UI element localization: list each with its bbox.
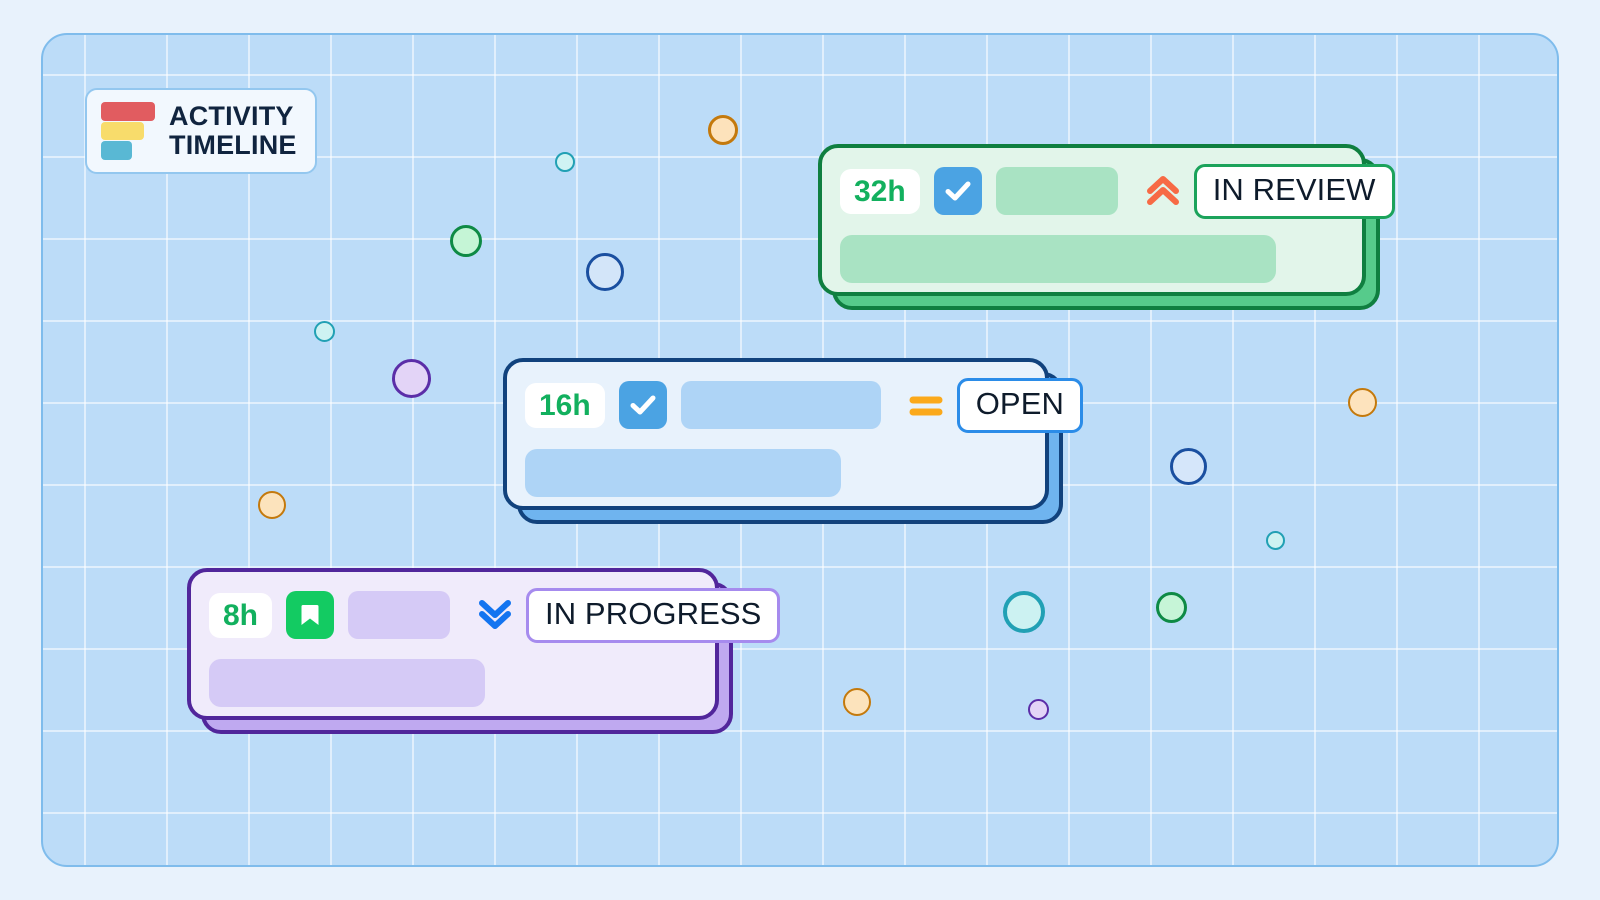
- app-logo-badge: ACTIVITY TIMELINE: [85, 88, 317, 175]
- circle-blue-2: [1170, 448, 1207, 485]
- circle-teal-3: [1266, 531, 1285, 550]
- circle-blue-1: [586, 253, 624, 291]
- circle-orange-3: [1348, 388, 1377, 417]
- checkbox-checked-icon[interactable]: [618, 381, 667, 430]
- chevron-double-down-icon[interactable]: [478, 598, 512, 632]
- status-badge[interactable]: IN REVIEW: [1193, 164, 1395, 219]
- circle-orange-2: [258, 491, 286, 519]
- card-header-row: 8h IN PROGRESS: [209, 588, 781, 643]
- card-header-row: 16h OPEN: [525, 378, 1083, 433]
- circle-teal-2: [314, 321, 335, 342]
- task-card-in-progress[interactable]: 8h IN PROGRESS: [187, 568, 781, 734]
- estimate-badge: 8h: [209, 592, 273, 639]
- task-title-placeholder: [680, 381, 881, 430]
- card-surface[interactable]: 16h OPEN: [503, 358, 1083, 510]
- estimate-badge: 16h: [525, 382, 605, 429]
- circle-orange-1: [708, 115, 738, 145]
- task-card-open[interactable]: 16h OPEN: [503, 358, 1083, 524]
- bookmark-icon[interactable]: [286, 591, 335, 640]
- equals-icon[interactable]: [909, 388, 943, 422]
- status-badge[interactable]: IN PROGRESS: [526, 588, 781, 643]
- circle-purple-2: [1028, 699, 1049, 720]
- app-title: ACTIVITY TIMELINE: [169, 101, 297, 161]
- chevron-double-up-icon[interactable]: [1146, 174, 1180, 208]
- task-card-in-review[interactable]: 32h IN REVIEW: [818, 144, 1395, 310]
- card-surface[interactable]: 8h IN PROGRESS: [187, 568, 781, 720]
- circle-green-1: [450, 225, 482, 257]
- circle-green-2: [1156, 592, 1187, 623]
- task-description-placeholder: [209, 658, 485, 707]
- circle-orange-4: [843, 688, 871, 716]
- stacked-bars-logo-icon: [101, 102, 155, 161]
- checkbox-checked-icon[interactable]: [933, 167, 982, 216]
- card-surface[interactable]: 32h IN REVIEW: [818, 144, 1395, 296]
- card-header-row: 32h IN REVIEW: [840, 164, 1395, 219]
- task-title-placeholder: [348, 591, 451, 640]
- circle-teal-4: [1003, 591, 1045, 633]
- estimate-badge: 32h: [840, 168, 920, 215]
- circle-teal-1: [555, 152, 575, 172]
- status-badge[interactable]: OPEN: [956, 378, 1083, 433]
- circle-purple-1: [392, 359, 431, 398]
- task-description-placeholder: [840, 234, 1276, 283]
- task-title-placeholder: [995, 167, 1118, 216]
- task-description-placeholder: [525, 448, 841, 497]
